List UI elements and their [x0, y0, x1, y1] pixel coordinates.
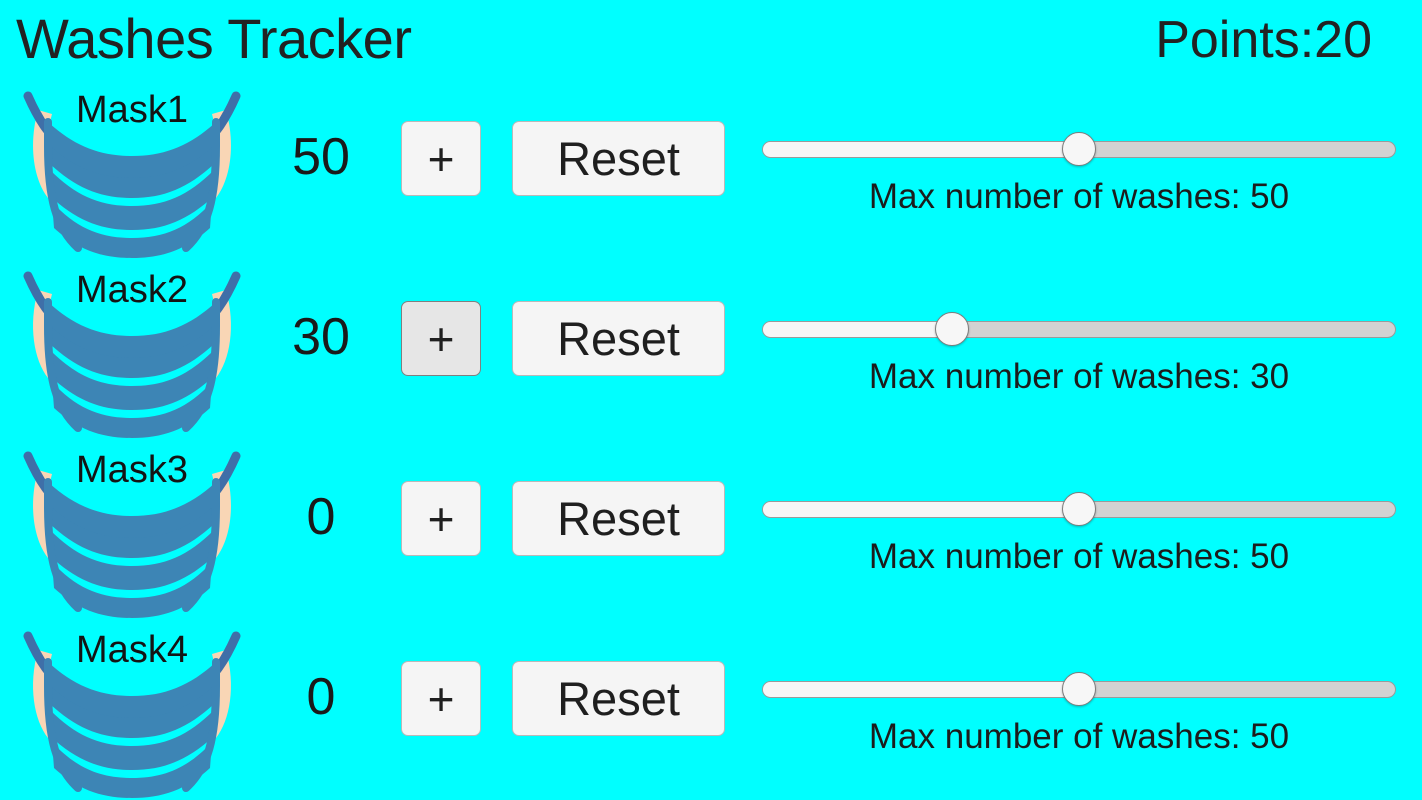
slider-fill [763, 142, 1079, 157]
wash-count-value: 30 [292, 308, 350, 366]
face-mask-icon [12, 628, 252, 800]
reset-button[interactable]: Reset [512, 301, 725, 376]
points-display: Points:20 [1155, 11, 1372, 69]
app-header: Washes Tracker Points:20 [0, 0, 1422, 78]
reset-button[interactable]: Reset [512, 481, 725, 556]
mask-row: Mask2 30 + Reset Max number of washes: 3… [0, 260, 1422, 440]
max-washes-caption: Max number of washes: 30 [868, 357, 1290, 396]
max-washes-caption: Max number of washes: 50 [868, 177, 1290, 216]
max-washes-slider[interactable] [762, 132, 1396, 166]
slider-thumb[interactable] [1062, 672, 1096, 706]
mask-row: Mask1 50 + Reset Max number of washes: 5… [0, 80, 1422, 260]
increment-button[interactable]: + [401, 481, 481, 556]
face-mask-icon [12, 268, 252, 440]
increment-button[interactable]: + [401, 301, 481, 376]
reset-button[interactable]: Reset [512, 661, 725, 736]
increment-button[interactable]: + [401, 661, 481, 736]
wash-count-value: 50 [292, 128, 350, 186]
page-title: Washes Tracker [16, 7, 412, 70]
face-mask-icon [12, 448, 252, 620]
mask-row: Mask3 0 + Reset Max number of washes: 50 [0, 440, 1422, 620]
max-washes-slider[interactable] [762, 492, 1396, 526]
reset-button[interactable]: Reset [512, 121, 725, 196]
face-mask-icon [12, 88, 252, 260]
slider-thumb[interactable] [1062, 492, 1096, 526]
slider-fill [763, 322, 953, 337]
slider-track[interactable] [762, 321, 1396, 338]
slider-thumb[interactable] [1062, 132, 1096, 166]
max-washes-slider[interactable] [762, 312, 1396, 346]
mask-row: Mask4 0 + Reset Max number of washes: 50 [0, 620, 1422, 800]
slider-fill [763, 682, 1079, 697]
slider-thumb[interactable] [935, 312, 970, 346]
increment-button[interactable]: + [401, 121, 481, 196]
wash-count-value: 0 [306, 668, 336, 726]
max-washes-caption: Max number of washes: 50 [868, 717, 1290, 756]
wash-count-value: 0 [306, 488, 336, 546]
slider-fill [763, 502, 1079, 517]
max-washes-caption: Max number of washes: 50 [868, 537, 1290, 576]
max-washes-slider[interactable] [762, 672, 1396, 706]
